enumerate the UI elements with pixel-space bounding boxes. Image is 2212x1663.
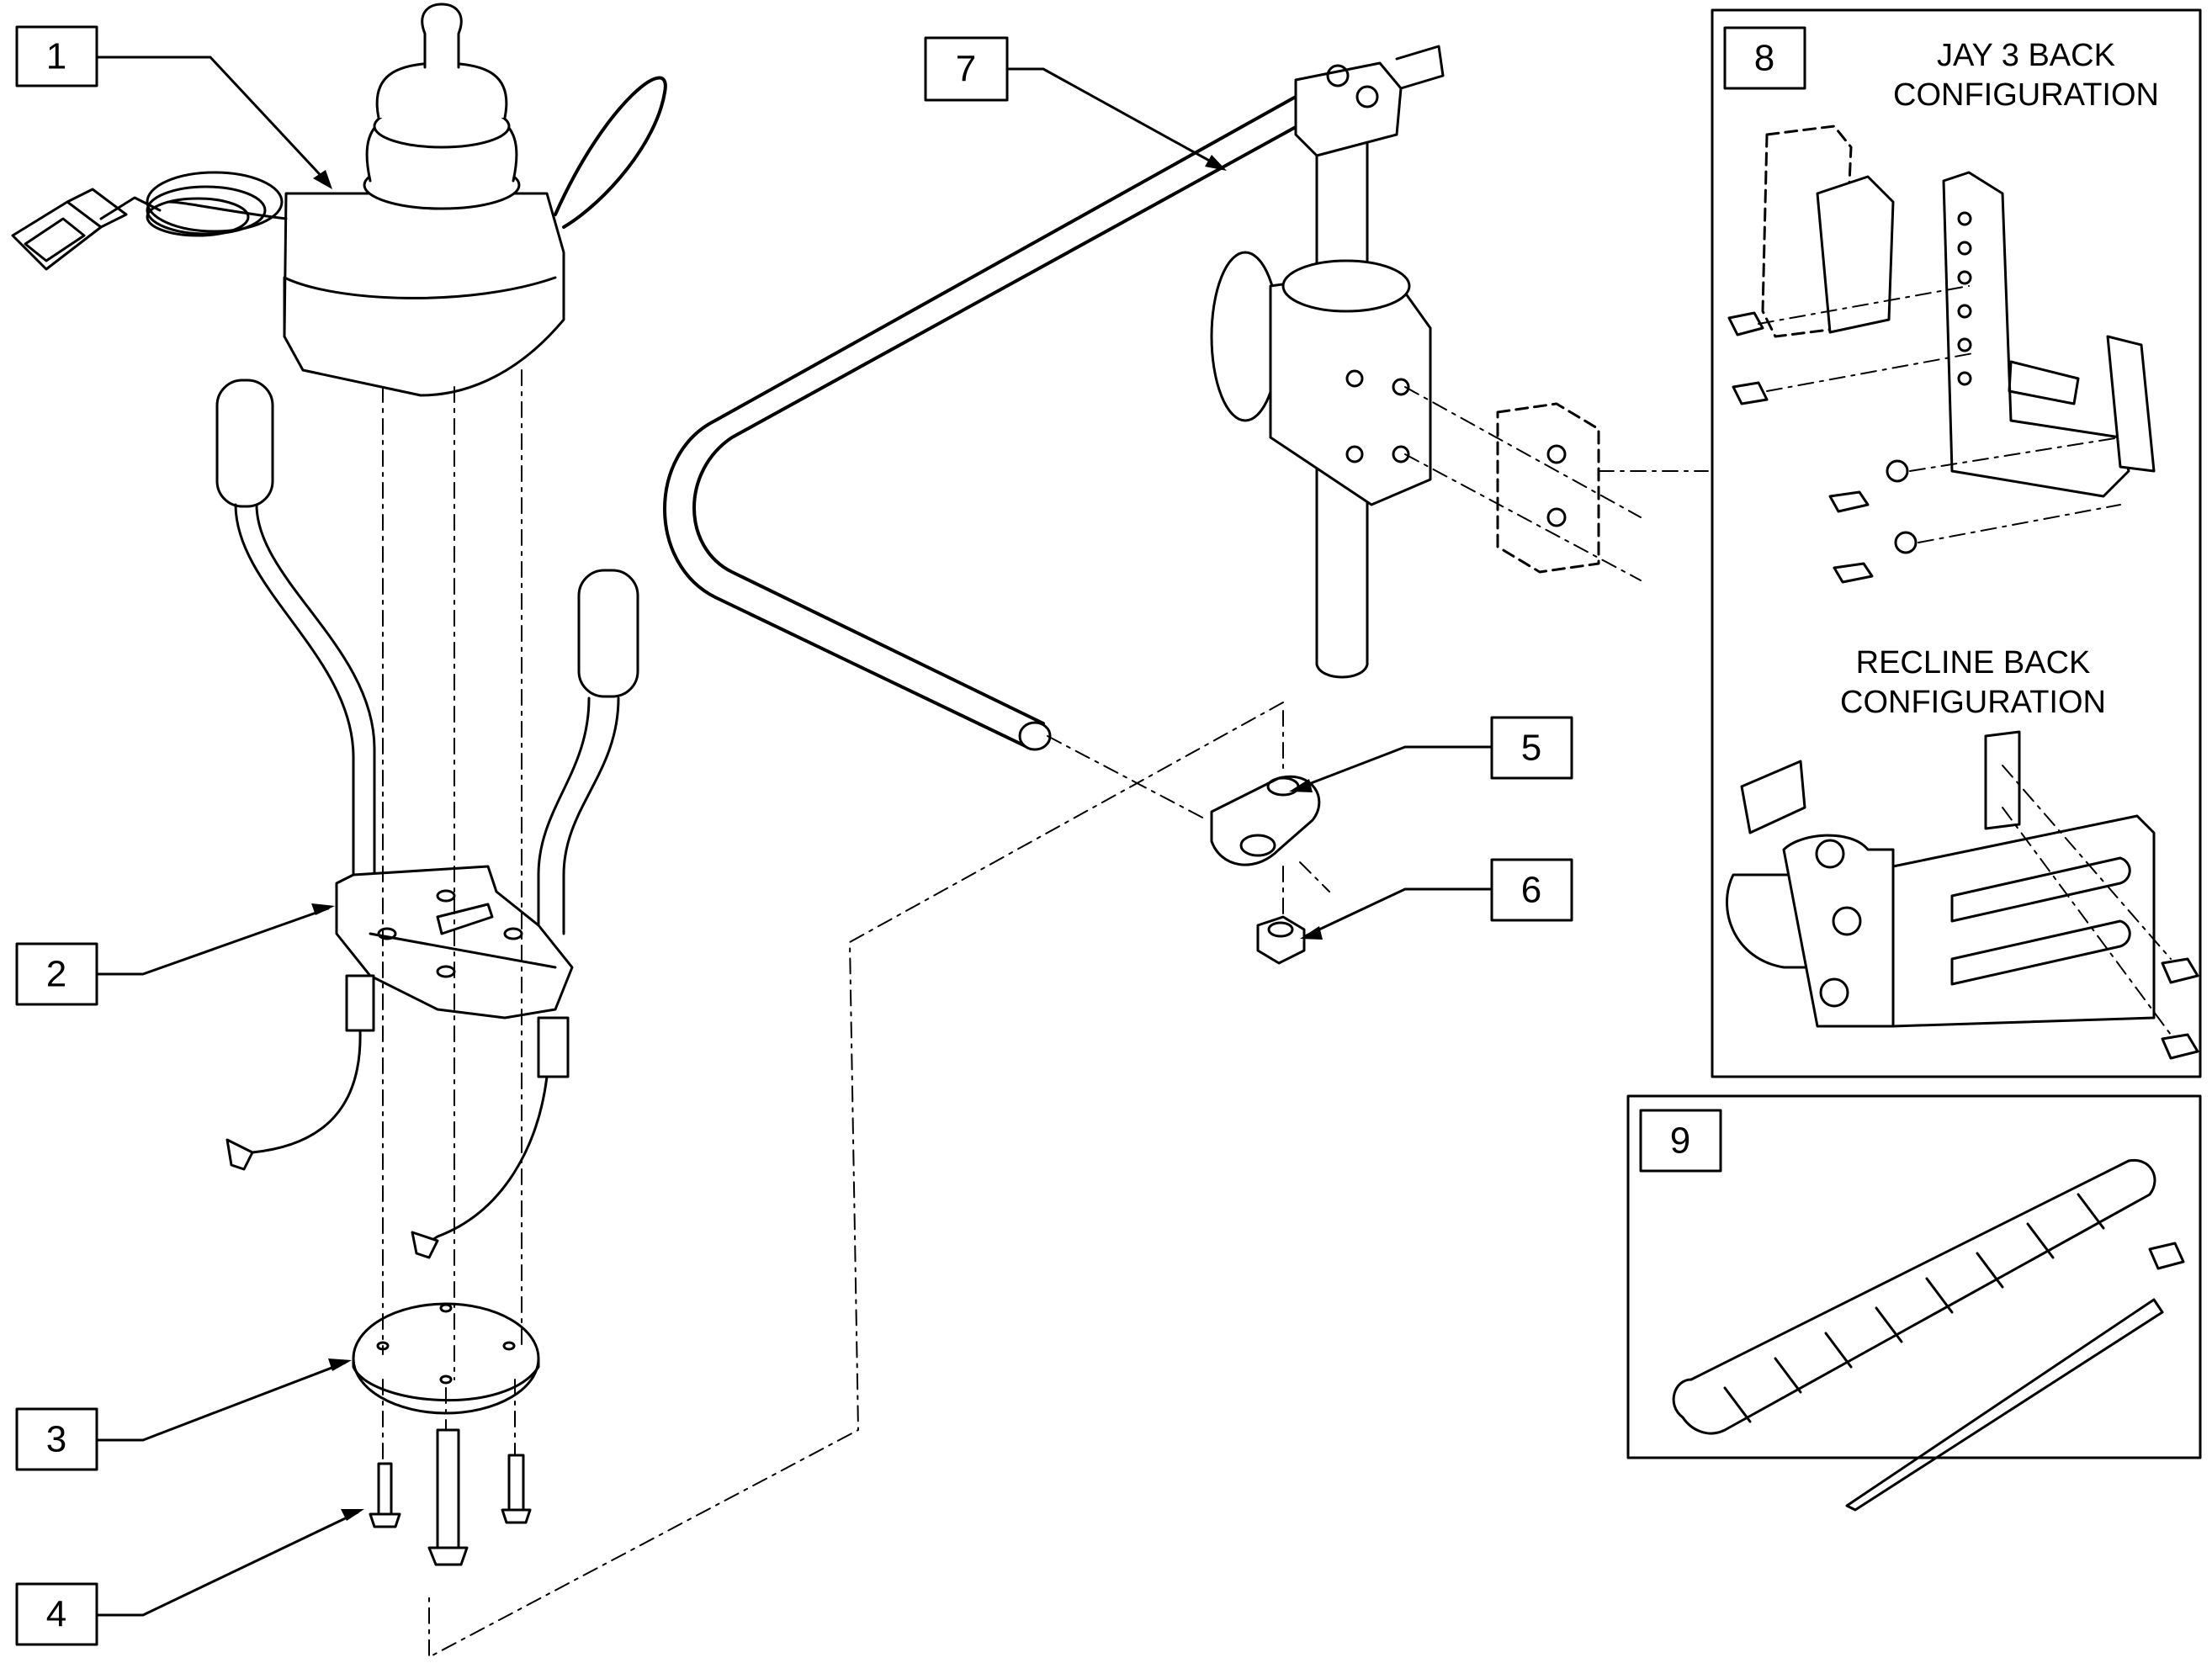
callout-box-4 [15, 1582, 98, 1646]
jay3-back-bracket [1727, 124, 2156, 584]
base-plate-part [352, 1302, 540, 1415]
recline-back-bracket [1726, 730, 2199, 1060]
callout-number-3: 3 [46, 1419, 66, 1460]
callout-number-8: 8 [1754, 38, 1774, 79]
callout-box-8 [1723, 26, 1806, 90]
recline-config-title-line1: RECLINE BACK [1856, 645, 2091, 681]
nut-part [1256, 915, 1306, 965]
panel-8-frame [1711, 8, 2202, 1078]
spiral-wrap-part [1672, 1158, 2156, 1435]
callout-box-2 [15, 942, 98, 1006]
jay3-config-title-line2: CONFIGURATION [1893, 77, 2159, 113]
callout-box-6 [1490, 858, 1573, 922]
screws-part [369, 1428, 532, 1566]
switch-mount-part [215, 379, 639, 1259]
callout-box-7 [924, 36, 1009, 102]
callout-number-5: 5 [1521, 728, 1541, 769]
jay3-config-title-line1: JAY 3 BACK [1937, 38, 2115, 73]
panel-9-frame [1626, 1094, 2202, 1459]
alignment-lines [382, 285, 2172, 1658]
callout-number-1: 1 [46, 36, 66, 77]
mounting-arm-part [663, 45, 1600, 751]
leader-lines [95, 56, 1493, 1617]
callout-number-9: 9 [1670, 1120, 1690, 1162]
callout-box-9 [1639, 1109, 1722, 1173]
joystick-part [11, 3, 667, 397]
callout-number-2: 2 [46, 954, 66, 995]
clamp-part [1210, 775, 1321, 866]
callout-box-1 [15, 25, 98, 87]
callout-number-6: 6 [1521, 870, 1541, 911]
recline-config-title-line2: CONFIGURATION [1840, 685, 2106, 720]
callout-box-5 [1490, 716, 1573, 780]
callout-number-4: 4 [46, 1594, 66, 1635]
callout-box-3 [15, 1407, 98, 1471]
leader-arrowheads [311, 155, 1323, 1521]
callout-number-7: 7 [956, 49, 976, 90]
